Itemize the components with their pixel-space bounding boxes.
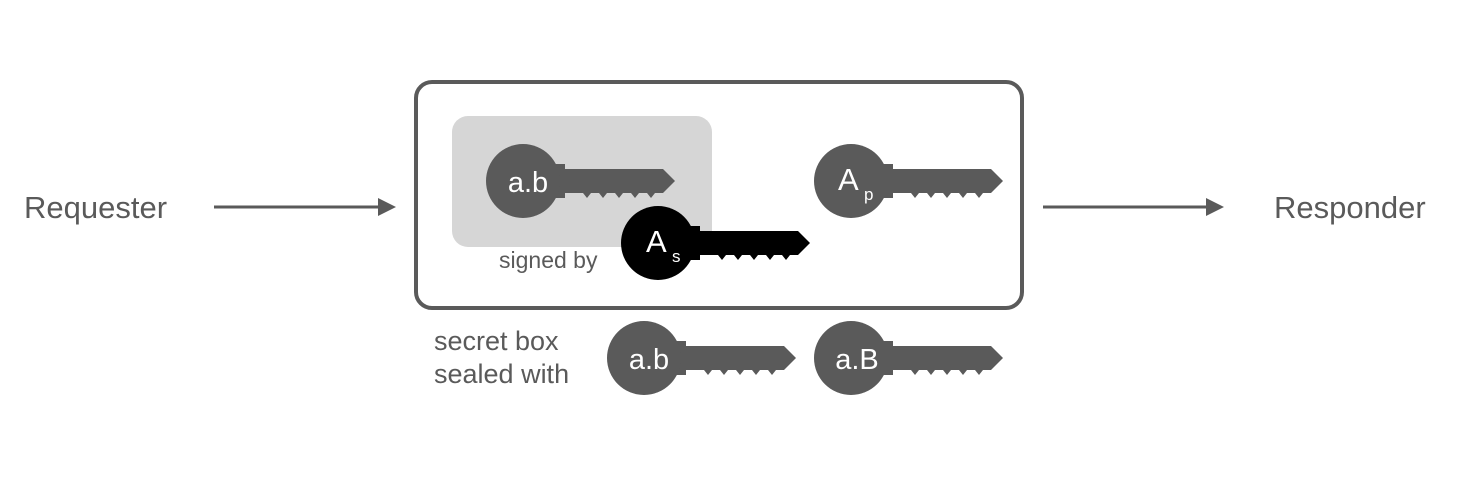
arrow-requester-to-box xyxy=(214,198,396,216)
public-key-label: A xyxy=(838,162,859,197)
signed-by-label: signed by xyxy=(499,247,598,273)
public-key-letter: A xyxy=(838,162,859,197)
signing-key-label: A xyxy=(646,224,667,259)
public-key-subscript: p xyxy=(864,185,873,204)
inner-ab-key-label: a.b xyxy=(508,167,548,199)
requester-label: Requester xyxy=(24,190,167,225)
sealed-label-line2: sealed with xyxy=(434,359,569,389)
arrow-box-to-responder xyxy=(1043,198,1224,216)
seal-aB-key-label: a.B xyxy=(835,344,879,376)
signing-key-subscript: s xyxy=(672,247,681,266)
responder-label: Responder xyxy=(1274,190,1426,225)
signing-key-letter: A xyxy=(646,224,667,259)
seal-ab-key-label: a.b xyxy=(629,344,669,376)
secret-box xyxy=(414,80,1024,310)
sealed-label-line1: secret box xyxy=(434,326,559,356)
